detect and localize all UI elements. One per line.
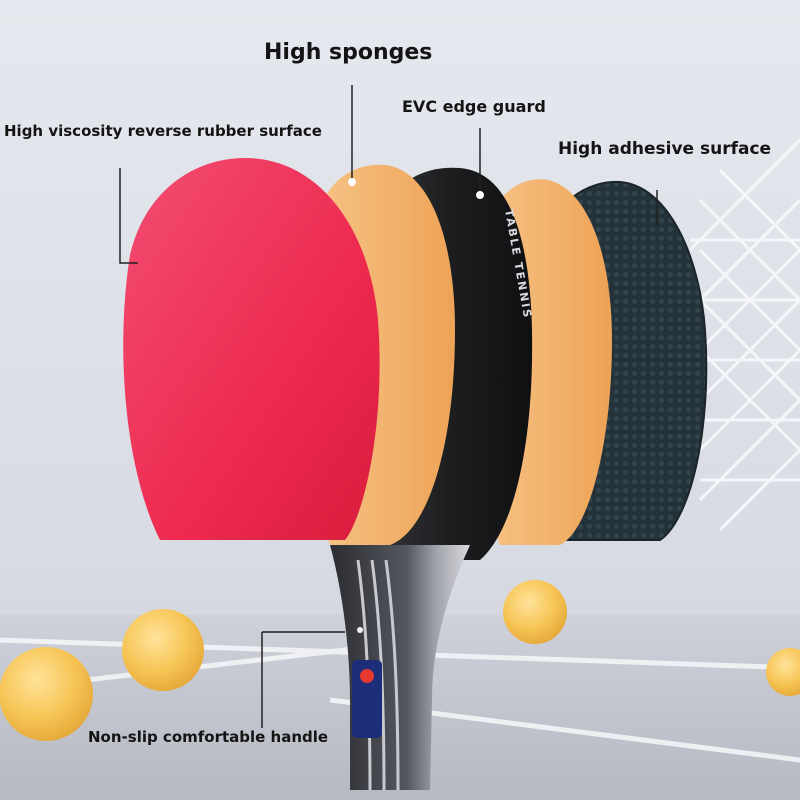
ball [766,648,800,696]
callout-edge-guard: EVC edge guard [402,97,546,116]
callout-reverse-rubber: High viscosity reverse rubber surface [4,122,322,140]
callout-adhesive-surface: High adhesive surface [558,139,772,159]
handle-screw [357,627,363,633]
net-lattice [688,138,800,532]
paddle-handle [330,545,470,791]
ball [122,609,204,691]
ball [0,647,93,741]
red-rubber-sheet [123,158,380,540]
ball [503,580,567,644]
handle-badge [352,660,382,738]
callout-high-sponges: High sponges [264,40,433,65]
callout-handle: Non-slip comfortable handle [88,728,329,746]
callout-lines [119,85,658,728]
handle-logo-icon [360,669,374,683]
